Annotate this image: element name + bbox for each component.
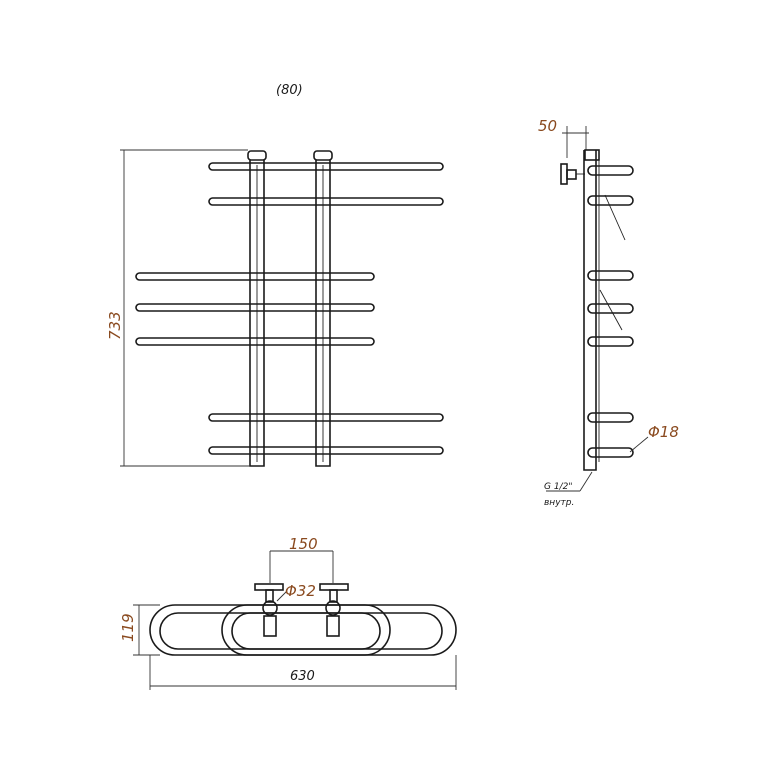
thread-label: G 1/2": [544, 482, 572, 492]
rail-1: [208, 162, 444, 171]
offset-label: 50: [538, 117, 557, 135]
bar-diameter-label: Φ18: [648, 423, 679, 441]
side-rail-ends: [587, 165, 634, 458]
depth-dimension: 119: [119, 604, 160, 656]
depth-note-label: (80): [276, 83, 303, 98]
depth-label: 119: [119, 613, 137, 642]
top-valve-right: [319, 583, 349, 637]
side-post: [583, 149, 626, 471]
rail-2: [208, 197, 444, 206]
vertical-posts: [247, 150, 333, 467]
height-dimension: 733: [106, 149, 250, 467]
pipe-diameter-label: Φ32: [285, 582, 316, 600]
rail-4: [135, 303, 375, 312]
top-view: 150 Φ32: [119, 535, 457, 690]
rails: [135, 162, 444, 455]
rail-5: [135, 337, 375, 346]
offset-dimension: 50: [538, 117, 589, 158]
width-dimension: 630: [149, 655, 457, 690]
width-label: 630: [290, 669, 315, 684]
bar-diameter-callout: Φ18: [629, 423, 679, 453]
side-view: 50 Φ18: [538, 117, 679, 508]
thread-type-label: внутр.: [544, 498, 574, 508]
center-distance-label: 150: [289, 535, 318, 553]
side-valve: [560, 163, 585, 185]
rail-6: [208, 413, 444, 422]
height-label: 733: [106, 311, 124, 340]
thread-callout: G 1/2" внутр.: [544, 471, 593, 508]
front-view: (80) 733: [106, 83, 444, 467]
rail-7: [208, 446, 444, 455]
top-rail-loops: [149, 604, 457, 656]
rail-3: [135, 272, 375, 281]
center-distance-dimension: 150: [269, 535, 334, 583]
pipe-diameter-callout: Φ32: [276, 582, 316, 602]
top-valve-left: [254, 583, 284, 637]
